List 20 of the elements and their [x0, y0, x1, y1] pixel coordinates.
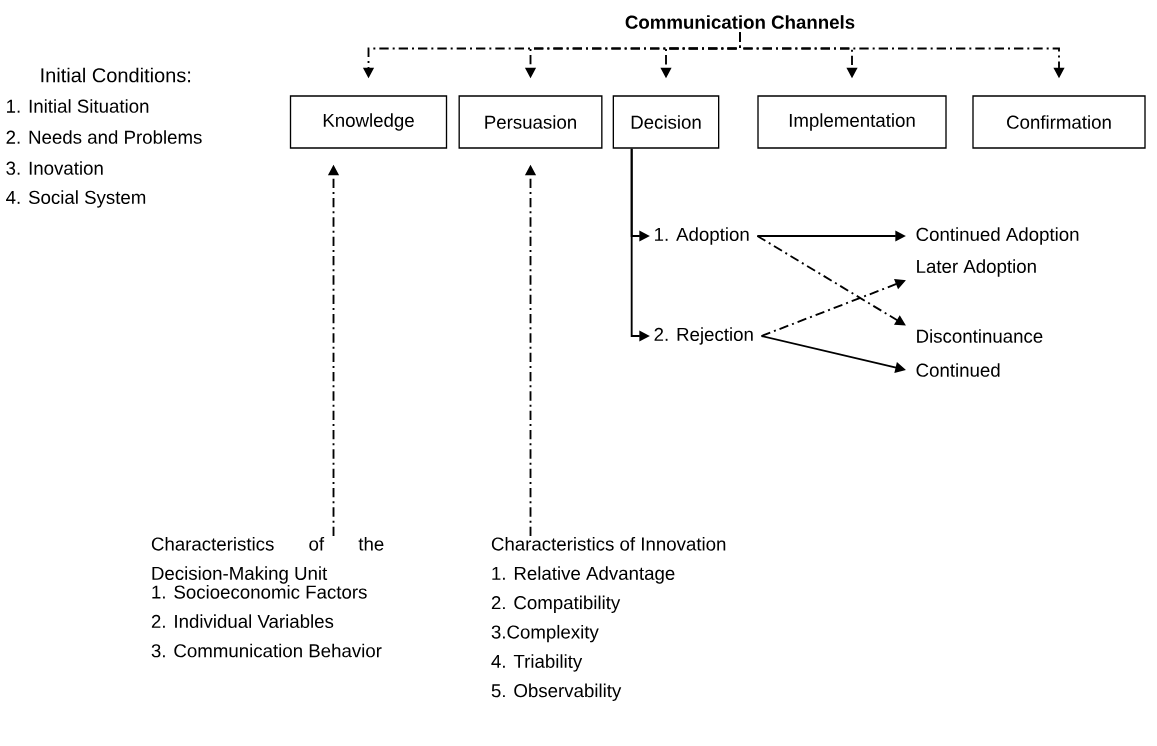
- result-text: Continued: [916, 363, 1000, 377]
- list-heading: Initial Conditions:: [41, 67, 191, 83]
- heading: Communication Channels: [625, 15, 855, 29]
- stage-box: Confirmation: [972, 95, 1146, 149]
- stage-box: Persuasion: [458, 95, 603, 149]
- stage-box: Knowledge: [289, 95, 448, 149]
- outcome-text: 1. Adoption: [655, 227, 749, 245]
- list-item: 3. Inovation: [6, 161, 103, 175]
- list-item: 2. Needs and Problems: [6, 130, 202, 144]
- stage-box: Decision: [612, 95, 720, 149]
- characteristics-list: Characteristics of the Decision-Making Unit 1. Socioeconomic Factors 2. Individual Variables 3. Communication Behavior: [151, 536, 384, 658]
- stage-box: Implementation: [757, 95, 947, 149]
- list-item: 4. Social System: [6, 190, 146, 208]
- result-text: Later Adoption: [917, 259, 1036, 277]
- result-text: Discontinuance: [917, 329, 1043, 343]
- result-text: Continued Adoption: [916, 227, 1079, 245]
- arrow: [756, 235, 906, 326]
- list-item: 1. Initial Situation: [7, 99, 149, 113]
- characteristics-list: Characteristics of Innovation 1. Relative Advantage 2. Compatibility 3.Complexity 4. Triability 5. Observability: [491, 536, 726, 701]
- outcome-text: 2. Rejection: [654, 327, 753, 345]
